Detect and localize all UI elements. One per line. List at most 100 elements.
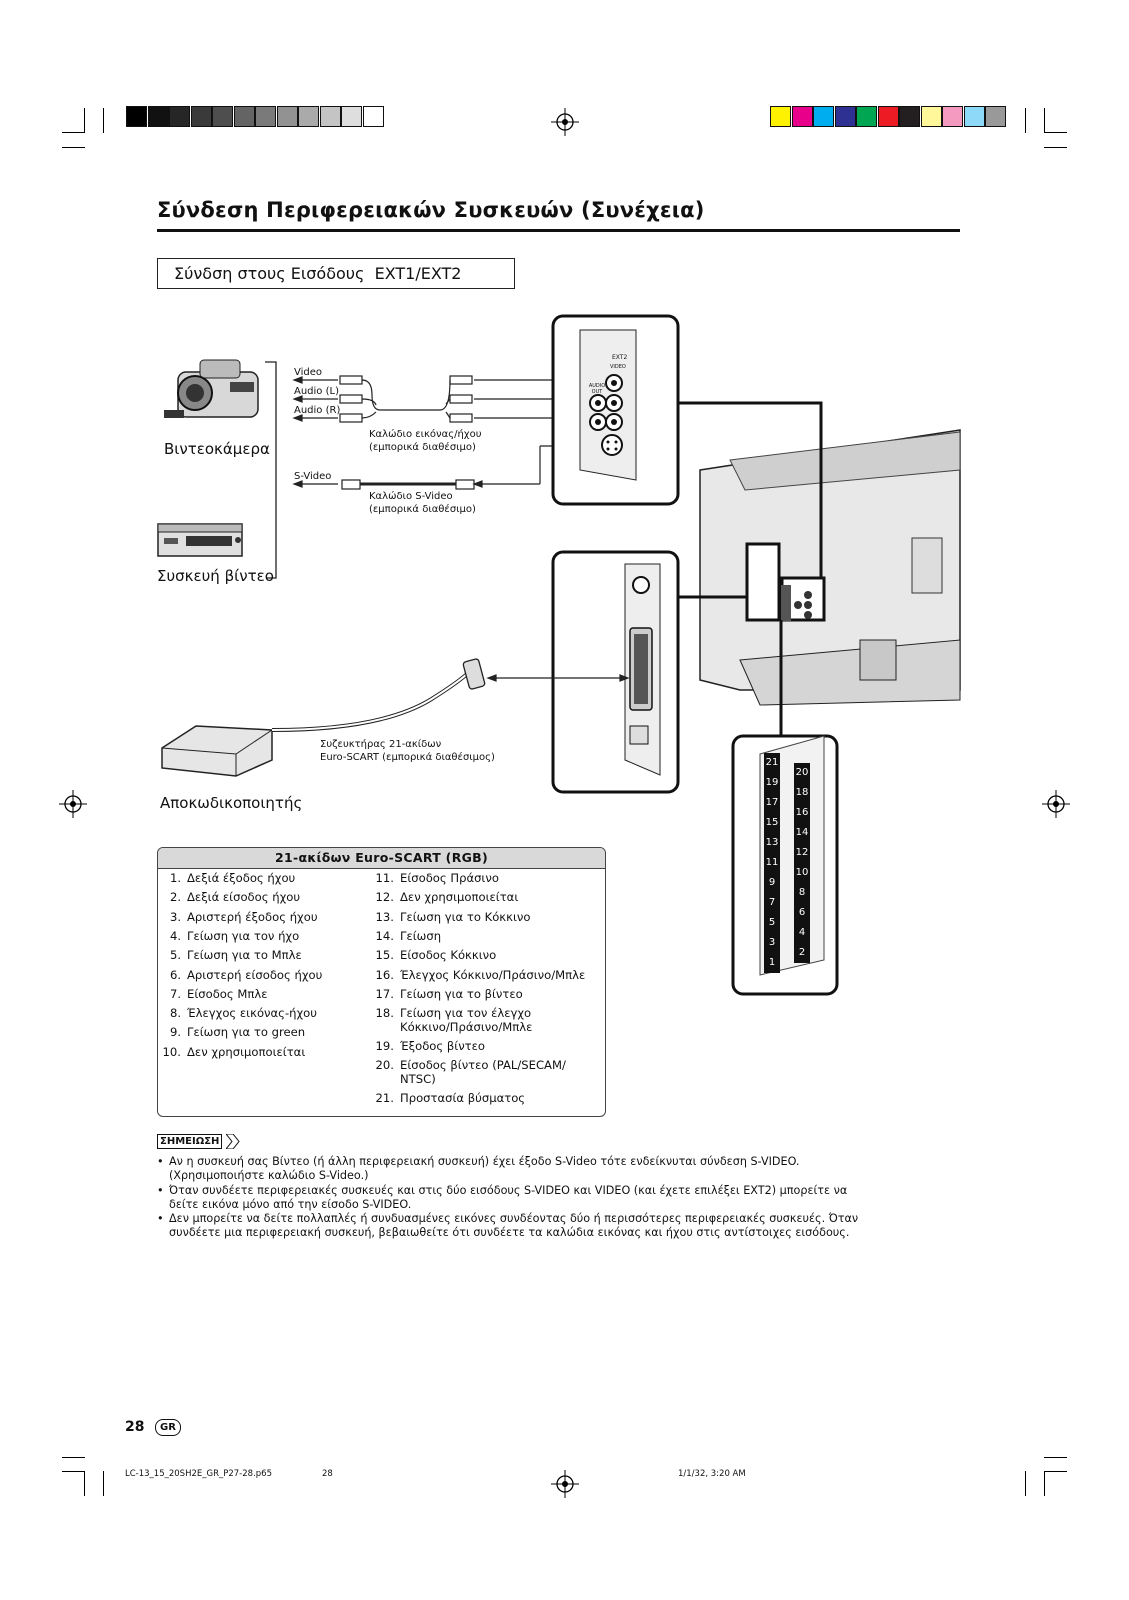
pin-description: Είσοδος Κόκκινο (400, 948, 496, 962)
bullet-icon: • (157, 1212, 164, 1226)
gray-swatch (320, 106, 341, 127)
pin-row: 7.Είσοδος Μπλε (157, 987, 267, 1001)
gray-swatch (298, 106, 319, 127)
gray-swatch (363, 106, 384, 127)
language-badge: GR (155, 1419, 181, 1436)
pin-table-title: 21-ακίδων Euro-SCART (RGB) (158, 848, 605, 869)
scart-cable-line1: Συζευκτήρας 21-ακίδων (320, 738, 495, 751)
section-heading: Σύνδση στους Εισόδους EXT1/EXT2 (157, 258, 515, 289)
note-label: ΣΗΜΕΙΩΣΗ (157, 1134, 222, 1149)
crop-mark (1044, 108, 1045, 133)
footer-filename: LC-13_15_20SH2E_GR_P27-28.p65 (125, 1469, 272, 1479)
pin-description: Είσοδος Πράσινο (400, 871, 499, 885)
color-swatch (964, 106, 985, 127)
svideo-cable-label: S-Video (294, 470, 331, 483)
pin-description: Γείωση για το βίντεο (400, 987, 523, 1001)
crop-mark (1044, 1457, 1067, 1458)
scart-pin-number: 18 (794, 783, 810, 803)
pin-row: 4.Γείωση για τον ήχο (157, 929, 299, 943)
scart-pin-number: 19 (764, 773, 780, 793)
pin-row: 21. Προστασία βύσματος (370, 1091, 525, 1105)
panel-audio-out-label: AUDIO OUT (585, 383, 609, 395)
footer-page: 28 (322, 1469, 333, 1479)
crop-mark (103, 1471, 104, 1496)
scart-pin-number: 17 (764, 793, 780, 813)
pin-number: 1. (157, 871, 181, 885)
note-text: Αν η συσκευή σας Βίντεο (ή άλλη περιφερε… (169, 1155, 937, 1183)
page-number: 28 (125, 1419, 144, 1435)
scart-pin-number: 5 (764, 913, 780, 933)
pin-number: 16. (370, 968, 394, 982)
crop-mark (1025, 108, 1026, 133)
ext2-panel-icon (553, 316, 678, 504)
crop-mark (1044, 147, 1067, 148)
note-text: Δεν μπορείτε να δείτε πολλαπλές ή συνδυα… (169, 1212, 937, 1240)
color-swatch (942, 106, 963, 127)
tv-rear-icon (700, 430, 960, 705)
pin-row: 12.Δεν χρησιμοποιείται (370, 890, 518, 904)
pin-number: 21. (370, 1091, 394, 1105)
crop-mark (103, 108, 104, 133)
pin-row: 5.Γείωση για το Μπλε (157, 948, 302, 962)
audio-r-cable-label: Audio (R) (294, 404, 340, 417)
pin-row: 17. Γείωση για το βίντεο (370, 987, 523, 1001)
gray-swatch (277, 106, 298, 127)
pin-number: 13. (370, 910, 394, 924)
pin-row: 16.Έλεγχος Κόκκινο/Πράσινο/Μπλε (370, 968, 585, 982)
scart-pin-number: 20 (794, 763, 810, 783)
ext1-panel-icon (553, 552, 678, 792)
note-item: •Όταν συνδέετε περιφερειακές συσκευές κα… (157, 1184, 937, 1212)
crop-mark (84, 1471, 85, 1496)
note-arrow-icon (226, 1134, 240, 1149)
footer-timestamp: 1/1/32, 3:20 AM (678, 1469, 746, 1479)
pin-number: 6. (157, 968, 181, 982)
title-rule (157, 229, 960, 232)
scart-cable-line2: Euro-SCART (εμπορικά διαθέσιμος) (320, 751, 495, 764)
scart-pin-number: 16 (794, 803, 810, 823)
note-item: • Δεν μπορείτε να δείτε πολλαπλές ή συνδυ… (157, 1212, 937, 1240)
scart-pin-number: 21 (764, 753, 780, 773)
panel-ext2-label: EXT2 (612, 354, 627, 361)
pin-description: Δεξιά έξοδος ήχου (187, 871, 295, 885)
pin-number: 5. (157, 948, 181, 962)
pin-row: 6.Αριστερή είσοδος ήχου (157, 968, 322, 982)
vcr-icon (158, 524, 242, 556)
pin-description: Δεν χρησιμοποιείται (187, 1045, 305, 1059)
pin-description: Έλεγχος εικόνας-ήχου (187, 1006, 317, 1020)
gray-swatch (126, 106, 147, 127)
page-title: Σύνδεση Περιφερειακών Συσκευών (Συνέχεια… (157, 198, 705, 222)
pin-row: 13.Γείωση για το Κόκκινο (370, 910, 530, 924)
pin-row: 15.Είσοδος Κόκκινο (370, 948, 496, 962)
gray-swatch (148, 106, 169, 127)
video-cable-label: Video (294, 366, 322, 379)
pin-row: 3.Αριστερή έξοδος ήχου (157, 910, 318, 924)
pin-number: 7. (157, 987, 181, 1001)
pin-row: 8.Έλεγχος εικόνας-ήχου (157, 1006, 317, 1020)
scart-pin-number: 9 (764, 873, 780, 893)
color-swatch (878, 106, 899, 127)
gray-swatch (255, 106, 276, 127)
panel-video-label: VIDEO (610, 364, 626, 370)
vcr-label: Συσκευή βίντεο (157, 567, 274, 585)
pin-number: 20. (370, 1058, 394, 1072)
pin-description: Δεν χρησιμοποιείται (400, 890, 518, 904)
scart-pin-number: 3 (764, 933, 780, 953)
svideo-cable-caption: Καλώδιο S-Video (εμπορικά διαθέσιμο) (369, 490, 476, 516)
gray-swatch (191, 106, 212, 127)
scart-pin-number: 11 (764, 853, 780, 873)
av-cable-caption: Καλώδιο εικόνας/ήχου (εμπορικά διαθέσιμο… (369, 428, 481, 454)
crop-mark (62, 1471, 85, 1472)
color-swatch (985, 106, 1006, 127)
pin-description: Προστασία βύσματος (400, 1091, 525, 1105)
registration-target-icon (551, 108, 579, 136)
decoder-icon (162, 726, 272, 776)
audio-l-cable-label: Audio (L) (294, 385, 339, 398)
crop-mark (1044, 1471, 1045, 1496)
crop-mark (1025, 1471, 1026, 1496)
pin-description: Είσοδος βίντεο (PAL/SECAM/NTSC) (400, 1058, 566, 1086)
svideo-cable-note: (εμπορικά διαθέσιμο) (369, 503, 476, 516)
bullet-icon: • (157, 1184, 164, 1198)
pin-number: 17. (370, 987, 394, 1001)
pin-description: Αριστερή έξοδος ήχου (187, 910, 318, 924)
